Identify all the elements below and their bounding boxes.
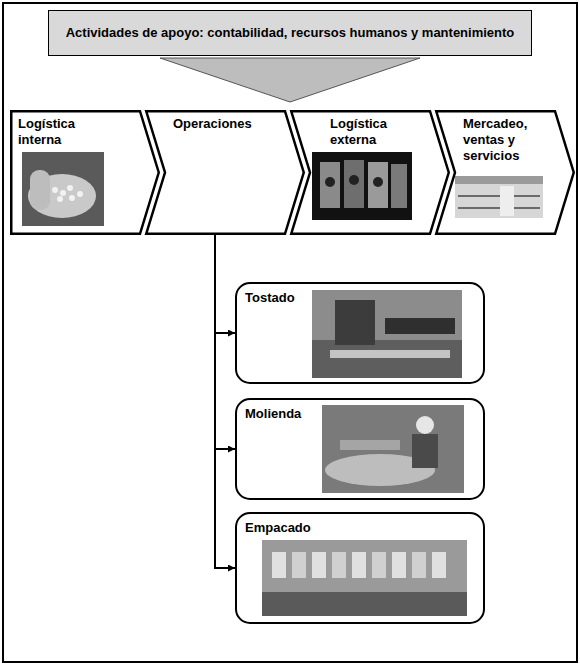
chevron-shape [436,111,574,234]
band-shape [49,11,532,56]
value-chevron: Logística externa [290,110,450,235]
grinder-photo [322,405,464,493]
node-label: Mercadeo, ventas y servicios [463,116,541,164]
value-chevron: Mercadeo, ventas y servicios [435,110,575,235]
node-label: Logística externa [330,116,420,148]
bags-photo [312,152,412,220]
chevron-shape [146,111,304,234]
node-body: Actividades de apoyo: contabilidad, recu… [58,25,522,41]
support-band: Actividades de apoyo: contabilidad, recu… [48,10,532,56]
node-body: Molienda [245,406,319,422]
rounded-shape [236,399,484,499]
node-label: Operaciones [173,116,283,132]
support-arrow [160,58,420,102]
node-body: Operaciones [173,116,283,132]
outer-frame [3,3,577,662]
node-body: Empacado [245,520,325,536]
connector [215,235,235,449]
chevron-shape [291,111,449,234]
value-chevron: Logística interna [10,110,160,235]
value-chevron: Operaciones [145,110,305,235]
packing-photo [262,540,467,616]
node-label: Actividades de apoyo: contabilidad, recu… [58,25,522,41]
roaster-photo [312,290,462,378]
operation-box: Empacado [235,512,485,624]
connector [215,235,235,568]
connector [215,235,235,333]
shop-photo [455,176,543,218]
node-body: Logística interna [18,116,113,148]
chevron-shape [11,111,159,234]
node-body: Logística externa [330,116,420,148]
node-label: Tostado [245,290,309,306]
operation-box: Tostado [235,282,485,384]
operation-box: Molienda [235,398,485,500]
node-label: Molienda [245,406,319,422]
node-label: Empacado [245,520,325,536]
beans-photo [22,152,104,226]
node-body: Mercadeo, ventas y servicios [463,116,541,164]
node-label: Logística interna [18,116,113,148]
node-body: Tostado [245,290,309,306]
rounded-shape [236,283,484,383]
rounded-shape [236,513,484,623]
